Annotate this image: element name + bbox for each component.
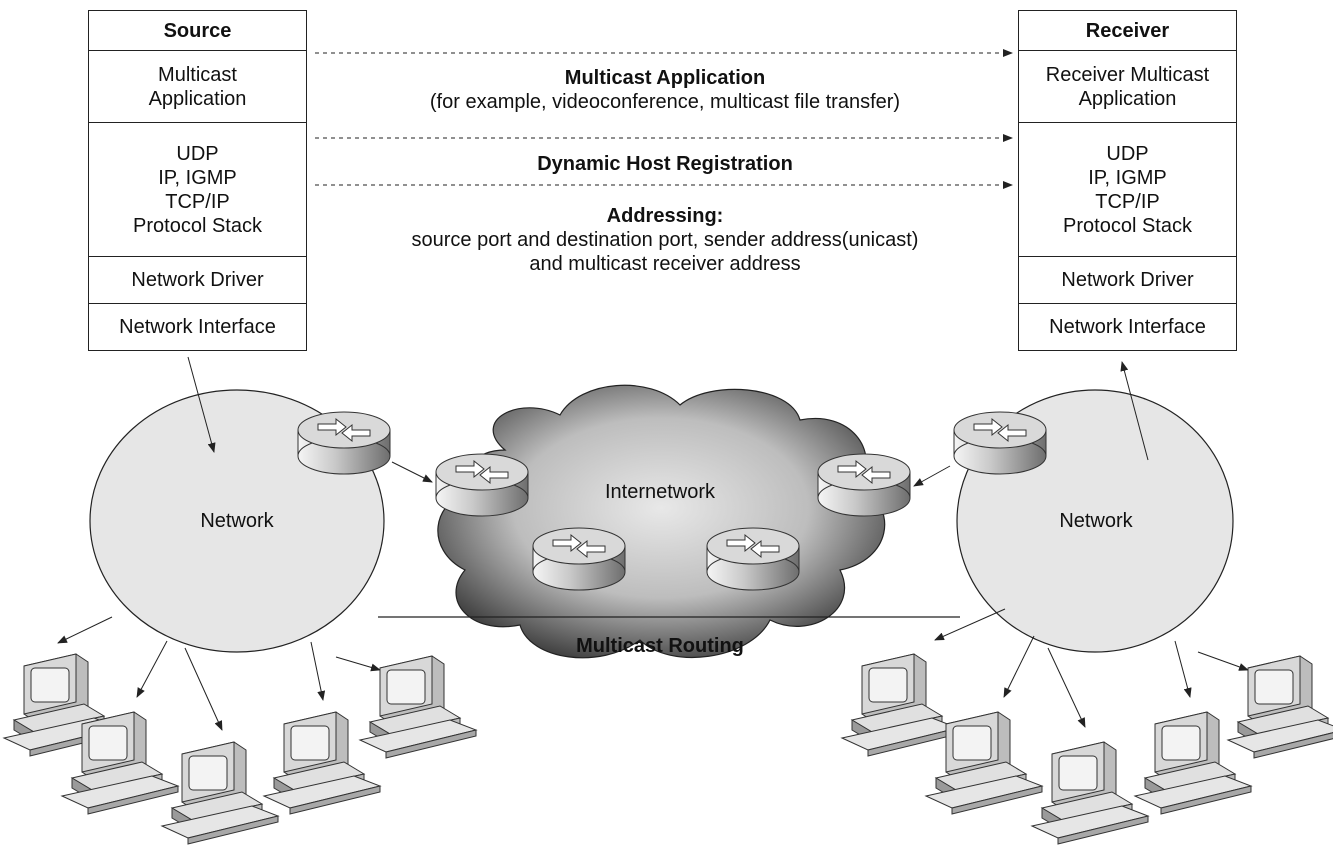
receiver-app-line1: Receiver Multicast — [1045, 63, 1210, 86]
computer-icon-right-5 — [1227, 655, 1333, 759]
receiver-driver-cell: Network Driver — [1019, 257, 1236, 304]
arrow-left-host-1 — [57, 616, 113, 644]
source-app-line1: Multicast — [158, 63, 237, 86]
receiver-stack-line1: UDP — [1106, 142, 1149, 165]
receiver-protocol-cell: UDP IP, IGMP TCP/IP Protocol Stack — [1019, 123, 1236, 257]
source-protocol-cell: UDP IP, IGMP TCP/IP Protocol Stack — [89, 123, 306, 257]
receiver-driver: Network Driver — [1061, 269, 1194, 291]
arrow-right-host-3 — [1047, 647, 1086, 728]
arrow-left-host-3 — [184, 647, 223, 731]
multicast-application-title: Multicast Application — [564, 67, 766, 89]
arrow-left-host-2 — [136, 640, 168, 698]
router-icon-left-cloud — [435, 453, 529, 517]
receiver-interface: Network Interface — [1049, 316, 1206, 338]
arrow-left-host-4 — [310, 641, 326, 701]
source-interface: Network Interface — [119, 316, 276, 338]
addressing-title: Addressing: — [606, 205, 724, 227]
router-icon-left-edge — [297, 411, 391, 475]
network-right-label: Network — [1059, 510, 1133, 532]
router-icon-cloud-1 — [532, 527, 626, 591]
router-icon-right-edge — [953, 411, 1047, 475]
source-app-line2: Application — [148, 87, 247, 110]
multicast-application-label: Multicast Application (for example, vide… — [320, 66, 1010, 114]
receiver-title: Receiver — [1085, 19, 1170, 42]
receiver-application-cell: Receiver Multicast Application — [1019, 51, 1236, 123]
addressing-label: Addressing: source port and destination … — [320, 204, 1010, 276]
source-stack-line2: IP, IGMP — [158, 166, 237, 189]
source-stack: Source Multicast Application UDP IP, IGM… — [88, 10, 307, 351]
arrow-router-left — [391, 461, 433, 483]
arrow-network-to-receiver — [1120, 361, 1149, 461]
arrow-right-host-4 — [1174, 640, 1192, 698]
registration-label: Dynamic Host Registration — [320, 152, 1010, 176]
source-title: Source — [163, 19, 232, 42]
source-title-cell: Source — [89, 11, 306, 51]
receiver-stack-line4: Protocol Stack — [1063, 214, 1192, 237]
computer-icon-left-4 — [263, 711, 381, 815]
internetwork-label: Internetwork — [604, 481, 716, 503]
source-application-cell: Multicast Application — [89, 51, 306, 123]
computer-icon-left-3 — [161, 741, 279, 845]
receiver-interface-cell: Network Interface — [1019, 304, 1236, 350]
arrow-left-host-5 — [335, 656, 381, 672]
arrow-right-host-1 — [934, 608, 1006, 641]
source-interface-cell: Network Interface — [89, 304, 306, 350]
dynamic-host-registration: Dynamic Host Registration — [537, 153, 793, 175]
receiver-stack-line3: TCP/IP — [1095, 190, 1160, 213]
computer-icon-right-4 — [1134, 711, 1252, 815]
source-driver-cell: Network Driver — [89, 257, 306, 304]
receiver-stack: Receiver Receiver Multicast Application … — [1018, 10, 1237, 351]
source-stack-line1: UDP — [176, 142, 219, 165]
arrow-right-host-5 — [1197, 651, 1249, 671]
arrow-router-right — [913, 465, 951, 487]
network-left-label: Network — [200, 510, 274, 532]
arrow-right-host-2 — [1003, 635, 1035, 698]
source-stack-line4: Protocol Stack — [133, 214, 262, 237]
source-driver: Network Driver — [131, 269, 264, 291]
arrow-source-to-network — [187, 356, 216, 453]
receiver-title-cell: Receiver — [1019, 11, 1236, 51]
computer-icon-right-3 — [1031, 741, 1149, 845]
addressing-line2: and multicast receiver address — [529, 253, 801, 275]
addressing-line1: source port and destination port, sender… — [411, 229, 919, 251]
router-icon-right-cloud — [817, 453, 911, 517]
multicast-application-example: (for example, videoconference, multicast… — [429, 91, 901, 113]
internetwork-cloud — [437, 384, 886, 659]
receiver-app-line2: Application — [1078, 87, 1177, 110]
computer-icon-left-5 — [359, 655, 477, 759]
router-icon-cloud-2 — [706, 527, 800, 591]
multicast-routing-label: Multicast Routing — [576, 635, 744, 657]
source-stack-line3: TCP/IP — [165, 190, 230, 213]
receiver-stack-line2: IP, IGMP — [1088, 166, 1167, 189]
computer-icon-right-1 — [841, 653, 959, 757]
